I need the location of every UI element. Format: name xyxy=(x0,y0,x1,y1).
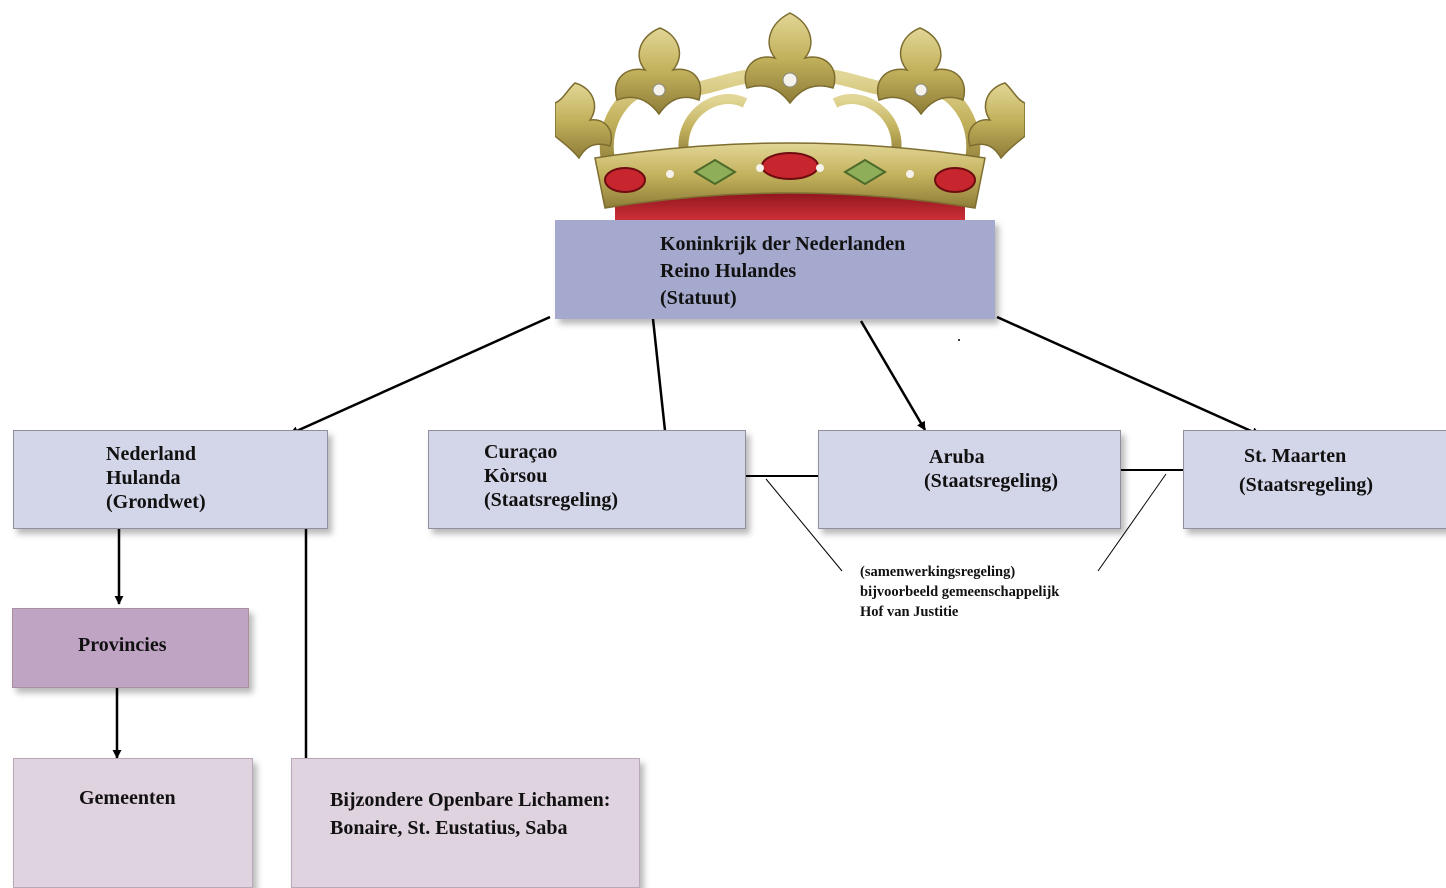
aruba-constitution: (Staatsregeling) xyxy=(924,470,1059,492)
kingdom-name-papiamento: Reino Hulandes xyxy=(660,260,797,282)
kingdom-box: Koninkrijk der Nederlanden Reino Hulande… xyxy=(555,220,995,319)
crown-icon xyxy=(555,12,1025,223)
curacao-constitution: (Staatsregeling) xyxy=(484,489,619,511)
nederland-name: Nederland xyxy=(106,443,196,465)
provincies-box: Provincies xyxy=(12,608,249,688)
note-line-3: Hof van Justitie xyxy=(860,604,959,620)
arrow-kingdom-to-st-maarten xyxy=(996,315,1261,437)
country-box-curacao: Curaçao Kòrsou (Staatsregeling) xyxy=(428,430,746,529)
note-line-1: (samenwerkingsregeling) xyxy=(860,564,1016,580)
gemeenten-label: Gemeenten xyxy=(79,787,176,809)
country-box-st-maarten: St. Maarten (Staatsregeling) xyxy=(1183,430,1446,529)
cooperation-note: (samenwerkingsregeling) bijvoorbeeld gem… xyxy=(860,562,1059,622)
provincies-label: Provincies xyxy=(78,634,167,656)
curacao-name-papiamento: Kòrsou xyxy=(484,465,548,487)
country-box-aruba: Aruba (Staatsregeling) xyxy=(818,430,1121,529)
country-box-nederland: Nederland Hulanda (Grondwet) xyxy=(13,430,328,529)
bijzondere-islands: Bonaire, St. Eustatius, Saba xyxy=(330,817,568,839)
curacao-name: Curaçao xyxy=(484,441,558,463)
aruba-name: Aruba xyxy=(929,446,985,468)
arrow-kingdom-to-aruba xyxy=(859,320,927,431)
gemeenten-box: Gemeenten xyxy=(13,758,253,888)
kingdom-charter: (Statuut) xyxy=(660,287,737,309)
note-line-2: bijvoorbeeld gemeenschappelijk xyxy=(860,584,1060,600)
arrow-kingdom-to-nederland xyxy=(289,315,551,436)
st-maarten-constitution: (Staatsregeling) xyxy=(1239,474,1374,496)
arrow-kingdom-to-curacao xyxy=(651,318,670,441)
st-maarten-name: St. Maarten xyxy=(1244,445,1347,467)
nederland-constitution: (Grondwet) xyxy=(106,491,206,513)
nederland-name-papiamento: Hulanda xyxy=(106,467,181,489)
kingdom-name: Koninkrijk der Nederlanden xyxy=(660,233,906,255)
bijzondere-openbare-lichamen-box: Bijzondere Openbare Lichamen: Bonaire, S… xyxy=(291,758,640,888)
bijzondere-title: Bijzondere Openbare Lichamen: xyxy=(330,789,611,811)
